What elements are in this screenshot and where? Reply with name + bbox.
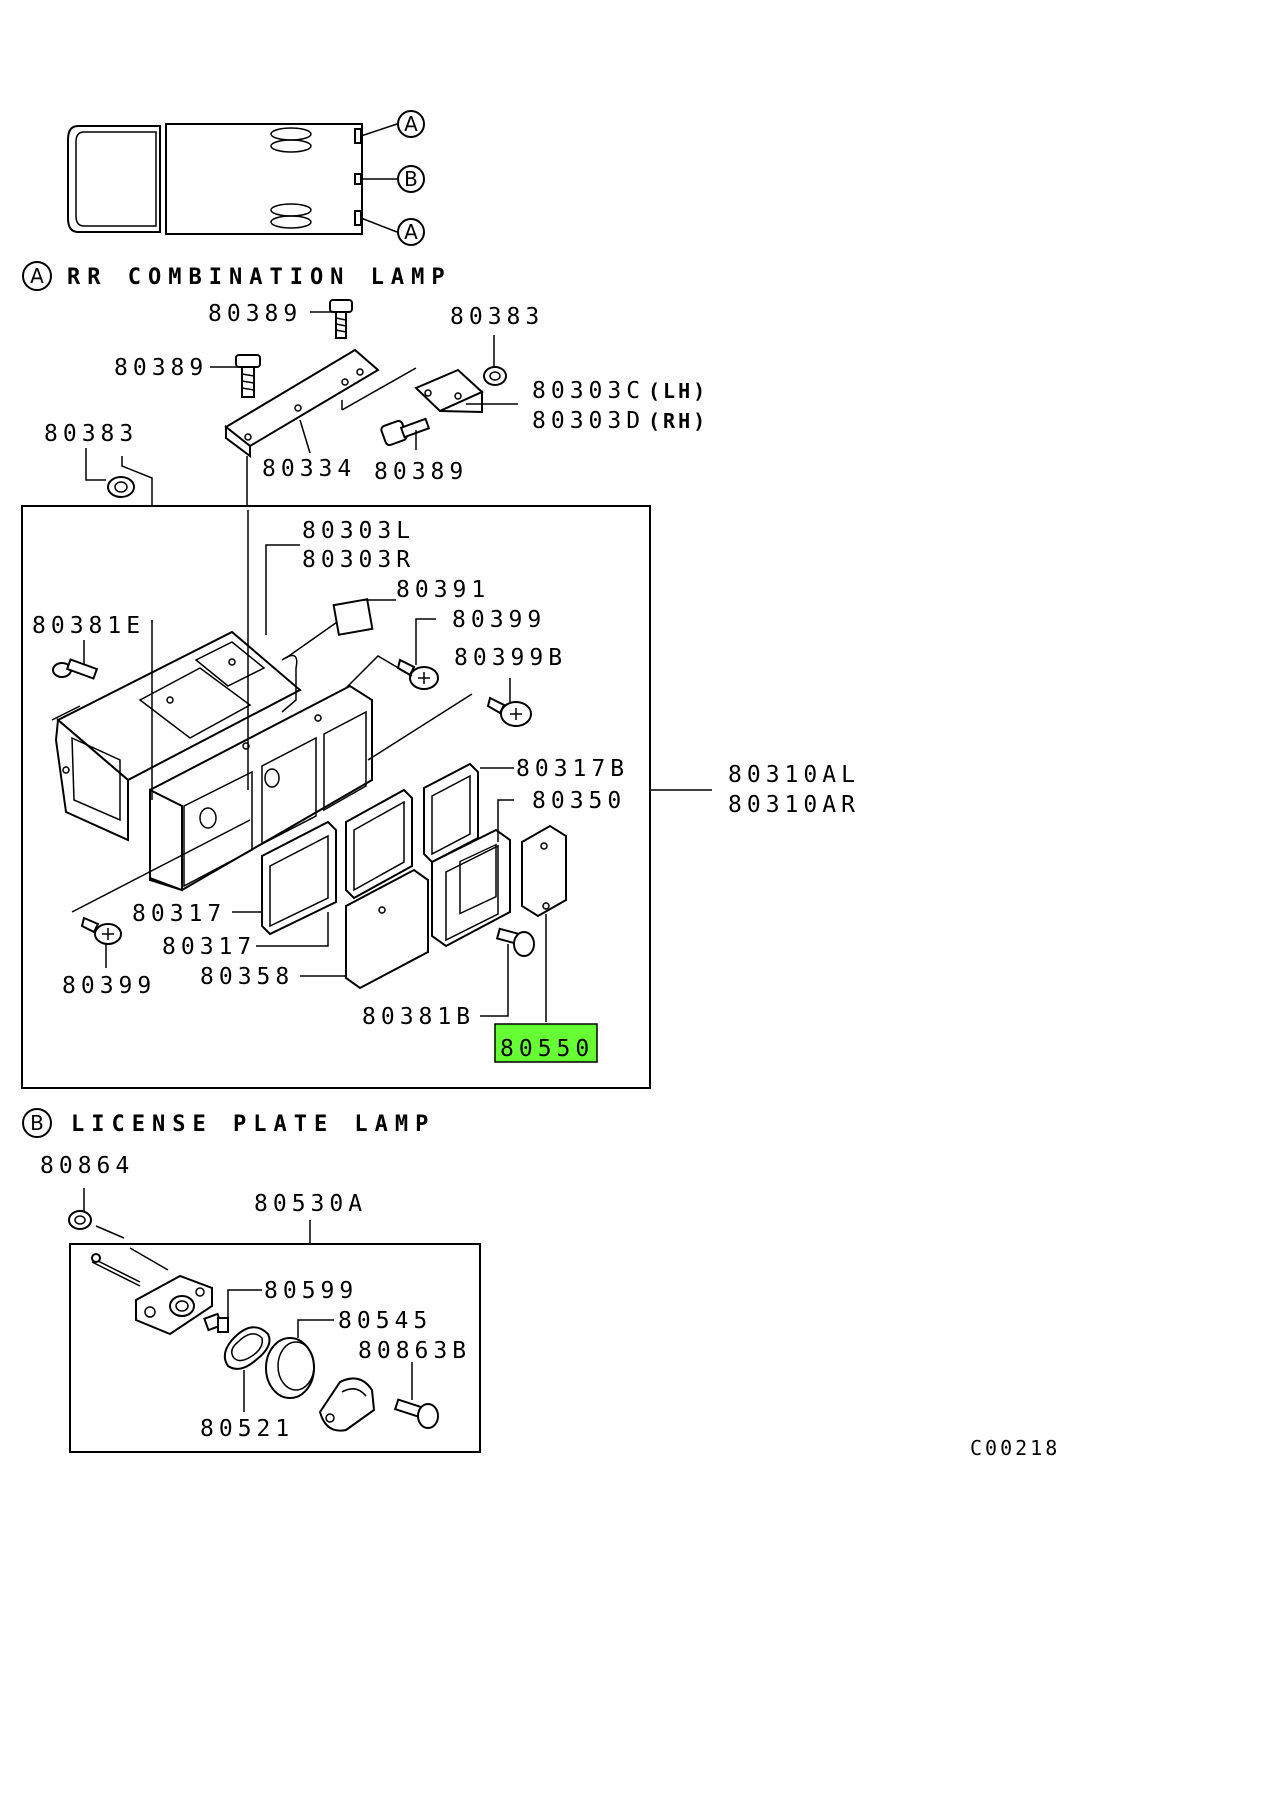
label-80599: 80599 [264,1278,358,1304]
label-80317b: 80317B [516,756,629,782]
section-b-title: LICENSE PLATE LAMP [71,1112,435,1137]
marker-b-top: B [397,165,425,193]
label-80389-left: 80389 [114,355,208,381]
label-80383-top: 80383 [450,304,544,330]
label-80310ar: 80310AR [728,792,860,818]
svg-text:A: A [404,220,418,244]
section-a-header: A RR COMBINATION LAMP [22,261,452,291]
bolt-80389-top [310,299,353,339]
bracket-80303c-d [341,367,518,414]
gaskets-80317 [232,762,514,947]
cover-80863 [318,1377,376,1432]
svg-text:A: A [30,264,44,288]
label-80383-left: 80383 [44,421,138,447]
label-80310al: 80310AL [728,762,860,788]
label-80303r: 80303R [302,547,415,573]
label-80389-top: 80389 [208,301,302,327]
label-80350: 80350 [532,788,626,814]
label-80391: 80391 [396,577,490,603]
lenses-80350-80358 [300,799,567,1022]
marker-a-top: A [397,110,425,138]
label-80864: 80864 [40,1153,134,1179]
svg-text:A: A [404,112,418,136]
lamp-base [91,1247,213,1336]
nut-80383-top [483,335,507,386]
connector-80391 [281,598,396,713]
label-80303d: 80303D [532,408,645,434]
truck-top-view [67,123,398,235]
mounting-bracket-80334 [224,348,380,506]
section-a-title: RR COMBINATION LAMP [67,265,452,290]
nut-80383-left [85,448,153,506]
label-80545: 80545 [338,1308,432,1334]
bolt-80389-right [380,417,431,450]
label-80521: 80521 [200,1416,294,1442]
section-b-header: B LICENSE PLATE LAMP [22,1108,435,1138]
bulb-80599 [203,1289,262,1333]
screw-80863b [393,1362,439,1429]
label-80530a: 80530A [254,1191,367,1217]
label-80381e: 80381E [32,613,145,639]
screw-80381e [52,640,99,680]
bulb-80399-top [396,618,439,690]
label-80334: 80334 [262,456,356,482]
nut-80864 [68,1188,125,1239]
svg-text:B: B [30,1111,44,1135]
diagram-code: C00218 [970,1436,1060,1460]
marker-a-bottom: A [397,218,425,246]
screw-80381b [480,927,535,1017]
label-80303l: 80303L [302,518,415,544]
bolt-80389-left [210,354,261,398]
label-80303c-side: (LH) [648,379,708,403]
highlighted-part-80550[interactable]: 80550 [494,1023,598,1063]
lens-80545 [265,1319,334,1399]
label-80399-bottom: 80399 [62,973,156,999]
label-80303c: 80303C [532,378,645,404]
license-lamp-box [69,1243,481,1453]
label-80389-right: 80389 [374,459,468,485]
diagram-canvas: A B A A RR COMBINATION LAMP [21,110,1060,1460]
label-80381b: 80381B [362,1004,475,1030]
gasket-80521 [223,1326,271,1412]
label-80399-top: 80399 [452,607,546,633]
label-80303d-side: (RH) [648,409,708,433]
lamp-assembly-box [21,505,651,1089]
bulb-80399b [486,678,532,727]
bulb-80399-bottom [80,916,122,968]
label-80550: 80550 [500,1036,594,1062]
parts-diagram: A B A A RR COMBINATION LAMP [21,110,1060,1460]
label-80317-upper: 80317 [132,901,226,927]
lamp-housing-80303 [54,510,373,892]
svg-text:B: B [404,167,418,191]
label-80863b: 80863B [358,1338,471,1364]
label-80317-lower: 80317 [162,934,256,960]
label-80358: 80358 [200,964,294,990]
label-80399b: 80399B [454,645,567,671]
